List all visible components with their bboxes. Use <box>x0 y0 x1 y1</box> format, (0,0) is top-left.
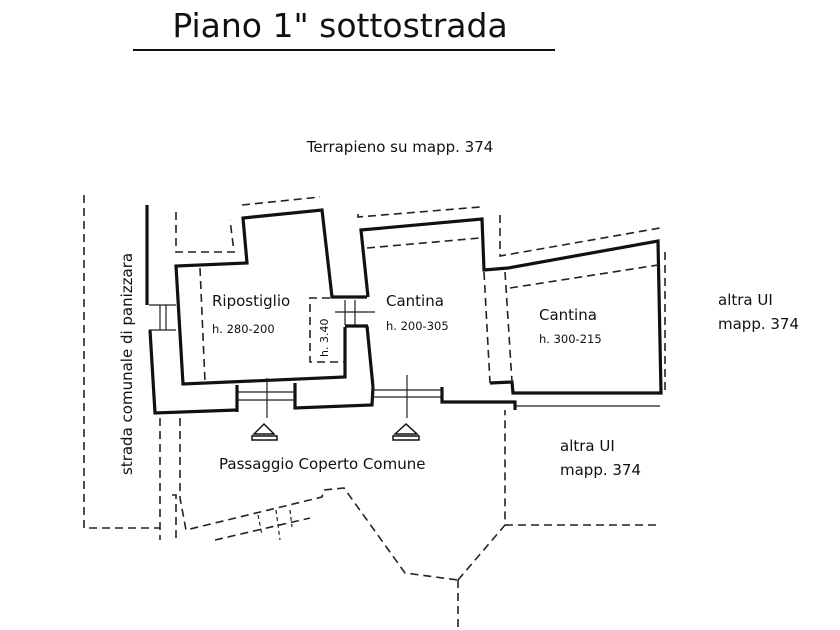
passage-label: Passaggio Coperto Comune <box>219 455 425 473</box>
room-name: Cantina <box>386 292 444 310</box>
plan-title: Piano 1" sottostrada <box>172 6 507 45</box>
room-name: Cantina <box>539 306 597 324</box>
street-label: strada comunale di panizzara <box>118 253 136 475</box>
room-height: h. 300-215 <box>539 332 602 346</box>
room-height: h. 200-305 <box>386 319 449 333</box>
left-wall-lower <box>148 329 238 415</box>
east-label-top-2: mapp. 374 <box>718 315 799 333</box>
room-cantina-1-walls <box>359 217 663 395</box>
east-label-bottom-1: altra UI <box>560 437 615 455</box>
room-height: h. 280-200 <box>212 322 275 336</box>
east-label-top-1: altra UI <box>718 291 773 309</box>
east-label-bottom-2: mapp. 374 <box>560 461 641 479</box>
room-ripostiglio-walls <box>174 208 367 386</box>
north-label: Terrapieno su mapp. 374 <box>306 138 494 156</box>
stairs-icon <box>392 422 420 441</box>
street-boundary <box>83 195 160 529</box>
stairs-icon <box>251 422 278 441</box>
connector-height: h. 3.40 <box>318 319 331 357</box>
connector-outline <box>309 297 345 363</box>
room-name: Ripostiglio <box>212 292 290 310</box>
